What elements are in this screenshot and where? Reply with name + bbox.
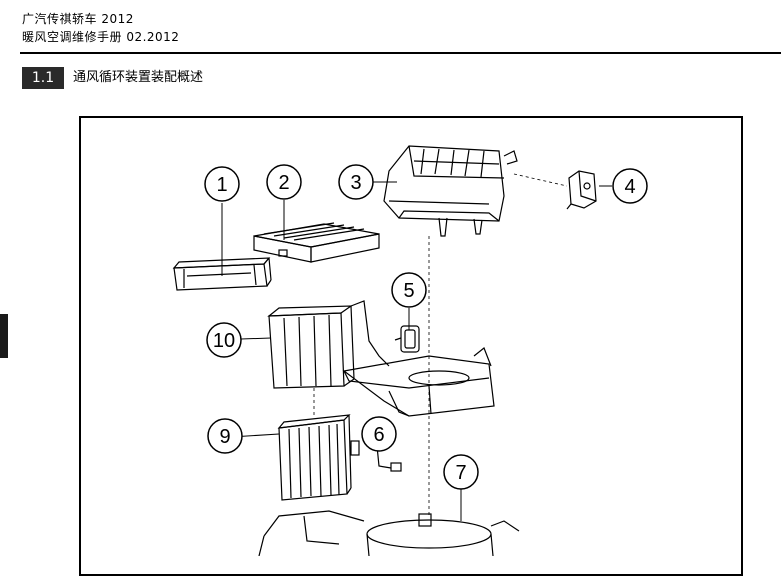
svg-text:4: 4 [624, 176, 635, 198]
svg-text:1: 1 [216, 174, 227, 196]
section-title: 通风循环装置装配概述 [73, 70, 204, 85]
callout-10: 10 [206, 322, 242, 358]
leader-lines [221, 181, 612, 521]
exploded-assembly-diagram: 1 2 3 4 5 6 7 9 10 [172, 145, 648, 556]
callout-6: 6 [361, 416, 397, 452]
part-4-actuator [566, 170, 597, 210]
manual-header-title: 广汽传祺轿车 2012 [22, 12, 134, 26]
svg-text:3: 3 [350, 172, 361, 194]
part-7-blower-housing [258, 510, 520, 556]
svg-text:10: 10 [213, 330, 235, 352]
svg-text:2: 2 [278, 172, 289, 194]
part-1-filter-element [172, 257, 272, 291]
callout-5: 5 [391, 272, 427, 308]
part-2-cabin-filter [253, 222, 380, 263]
part-10-heater-case [267, 300, 390, 389]
header-rule [20, 52, 781, 54]
callout-3: 3 [338, 164, 374, 200]
side-chapter-tab [0, 314, 8, 358]
svg-text:7: 7 [455, 462, 466, 484]
part-5-small-actuator [394, 325, 420, 353]
callout-7: 7 [443, 454, 479, 490]
callout-1: 1 [204, 166, 240, 202]
callout-4: 4 [612, 168, 648, 204]
svg-text:6: 6 [373, 424, 384, 446]
alignment-lines [313, 173, 568, 516]
part-9-evaporator-core [277, 414, 360, 501]
manual-header-subtitle: 暖风空调维修手册 02.2012 [22, 30, 180, 44]
svg-text:5: 5 [403, 280, 414, 302]
callout-9: 9 [207, 418, 243, 454]
part-3-distribution-housing [383, 145, 518, 237]
svg-text:9: 9 [219, 426, 230, 448]
lower-case-middle [342, 347, 495, 417]
callout-2: 2 [266, 164, 302, 200]
section-number-badge: 1.1 [22, 67, 64, 89]
